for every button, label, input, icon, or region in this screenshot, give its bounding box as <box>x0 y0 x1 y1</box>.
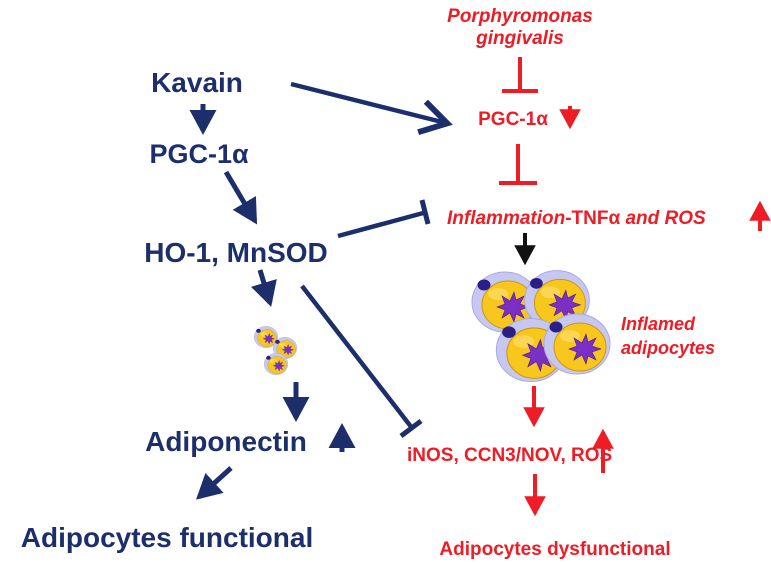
adiponectin-label: Adiponectin <box>145 426 307 457</box>
tnf-alpha-text: -TNFα <box>565 208 620 229</box>
pgc1a-inhibits-inflammation <box>499 144 537 185</box>
adipocytes-functional-label: Adipocytes functional <box>21 522 313 553</box>
inflamed-adipocytes-label-line1: Inflamed <box>621 314 696 334</box>
inflammation-label: Inflammation-TNFα and ROS <box>447 208 706 229</box>
adipocytes-dysfunctional-label: Adipocytes dysfunctional <box>439 539 670 560</box>
inflammation-word: Inflammation <box>447 208 565 229</box>
ros-marker-text: , ROS <box>560 445 612 466</box>
pathogen-label-line2: gingivalis <box>475 28 564 49</box>
pathogen-inhibits-pgc1a <box>502 57 538 93</box>
inflamed-adipocytes-label-line2: adipocytes <box>621 338 715 358</box>
inflamed-adipocytes-icon <box>471 270 611 383</box>
ho1-to-adipocyte-arrow <box>250 269 277 307</box>
pathogen-label-line1: Porphyromonas <box>447 6 593 27</box>
kavain-to-pgc1a-right-arrow <box>290 81 446 123</box>
pgc1a-label-left: PGC-1α <box>149 139 249 169</box>
adiponectin-to-functional-arrow <box>196 466 233 500</box>
ros-text: and ROS <box>620 208 706 229</box>
ho1-mnsod-label: HO-1, MnSOD <box>144 237 328 268</box>
kavain-label: Kavain <box>151 67 243 98</box>
healthy-adipocytes-icon <box>253 326 298 375</box>
inos-ccn3-text: iNOS, CCN3/NOV <box>407 445 563 466</box>
ho1-inhibits-inflammation <box>337 199 431 239</box>
pgc1a-label-right: PGC-1α <box>478 109 548 130</box>
pgc1a-to-ho1-arrow <box>223 170 258 225</box>
ho1-inhibits-inos <box>300 284 423 438</box>
markers-label: iNOS, CCN3/NOV, ROS <box>407 445 612 466</box>
